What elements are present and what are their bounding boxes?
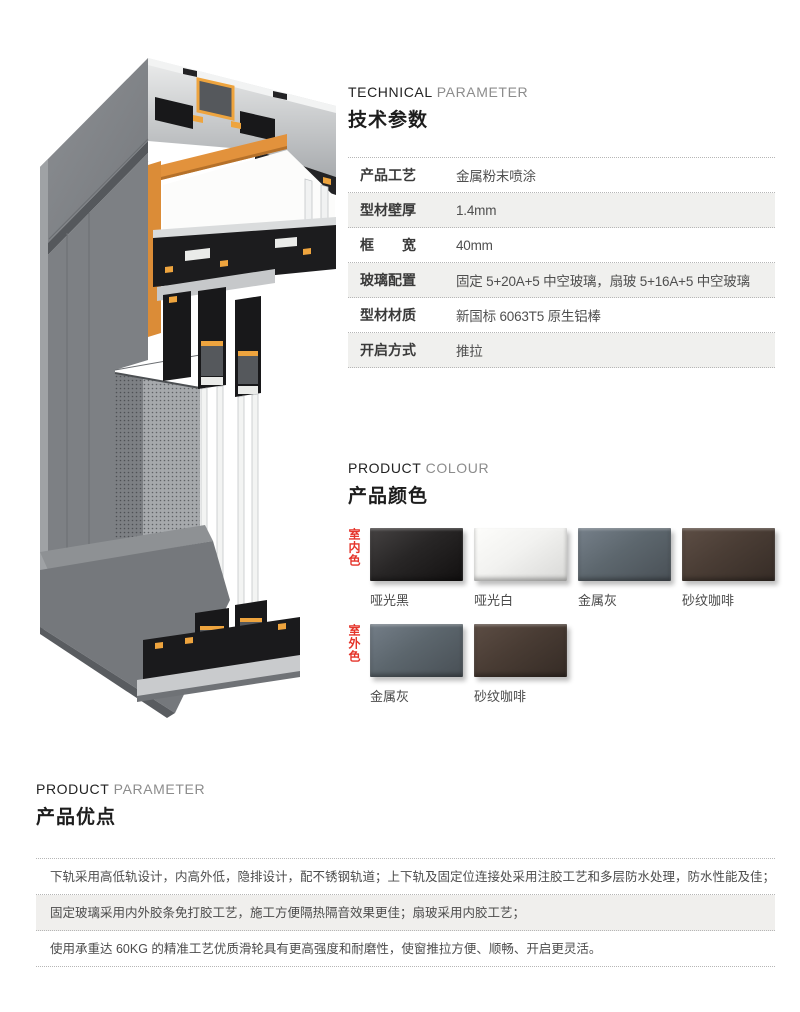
colour-swatch-cell: 哑光白: [474, 528, 567, 609]
spec-value: 推拉: [456, 344, 483, 359]
table-row: 玻璃配置 固定 5+20A+5 中空玻璃，扇玻 5+16A+5 中空玻璃: [348, 263, 775, 298]
colour-swatch-cell: 砂纹咖啡: [682, 528, 775, 609]
colour-swatch-cell: 哑光黑: [370, 528, 463, 609]
spec-label: 开启方式: [360, 342, 416, 358]
table-row: 产品工艺 金属粉末喷涂: [348, 158, 775, 193]
colour-swatch-label: 砂纹咖啡: [474, 689, 527, 704]
spec-label: 产品工艺: [360, 167, 416, 183]
colour-swatch: [474, 528, 567, 581]
technical-heading-en: TECHNICAL PARAMETER: [348, 84, 528, 100]
window-profile-illustration: [35, 55, 340, 735]
technical-heading: TECHNICAL PARAMETER 技术参数: [348, 84, 528, 132]
colour-swatch-cell: 金属灰: [370, 624, 463, 705]
technical-heading-cn: 技术参数: [348, 110, 429, 131]
colour-swatch: [682, 528, 775, 581]
advantage-item: 下轨采用高低轨设计，内高外低，隐排设计，配不锈钢轨道；上下轨及固定位连接处采用注…: [36, 859, 775, 895]
technical-table: 产品工艺 金属粉末喷涂 型材壁厚 1.4mm 框 宽 40mm 玻璃配置 固定 …: [348, 157, 775, 368]
colour-swatch: [578, 528, 671, 581]
colour-swatch-cell: 金属灰: [578, 528, 671, 609]
advantages-heading-cn: 产品优点: [36, 807, 117, 828]
colour-swatch: [370, 624, 463, 677]
advantage-item: 固定玻璃采用内外胶条免打胶工艺，施工方便隔热隔音效果更佳；扇玻采用内胶工艺；: [36, 895, 775, 931]
spec-value: 1.4mm: [456, 202, 497, 218]
colour-swatch-label: 砂纹咖啡: [682, 593, 735, 608]
advantages-list: 下轨采用高低轨设计，内高外低，隐排设计，配不锈钢轨道；上下轨及固定位连接处采用注…: [36, 858, 775, 967]
spec-value: 金属粉末喷涂: [456, 169, 536, 184]
table-row: 型材壁厚 1.4mm: [348, 193, 775, 228]
advantage-item: 使用承重达 60KG 的精准工艺优质滑轮具有更高强度和耐磨性，使窗推拉方便、顺畅…: [36, 931, 775, 967]
bottom-rail-section: [137, 600, 300, 702]
mid-rail-section: [153, 217, 336, 397]
spec-value: 固定 5+20A+5 中空玻璃，扇玻 5+16A+5 中空玻璃: [456, 274, 750, 289]
colour-heading-en: PRODUCT COLOUR: [348, 460, 489, 476]
heading-secondary: COLOUR: [425, 460, 490, 476]
colour-swatch-label: 金属灰: [370, 689, 410, 704]
spec-label: 框 宽: [360, 237, 416, 253]
colour-swatch: [370, 528, 463, 581]
colour-swatch-label: 哑光白: [474, 593, 514, 608]
spec-value: 新国标 6063T5 原生铝棒: [456, 309, 601, 324]
window-profile-svg: [40, 58, 336, 718]
spec-label: 型材壁厚: [360, 202, 416, 218]
advantages-heading-en: PRODUCT PARAMETER: [36, 781, 205, 797]
advantages-heading: PRODUCT PARAMETER 产品优点: [36, 781, 205, 829]
heading-primary: PRODUCT: [36, 781, 110, 797]
heading-secondary: PARAMETER: [113, 781, 206, 797]
heading-primary: TECHNICAL: [348, 84, 433, 100]
spec-label: 玻璃配置: [360, 272, 416, 288]
table-row: 框 宽 40mm: [348, 228, 775, 263]
colour-group-side-label: 室外色: [347, 624, 361, 663]
table-row: 型材材质 新国标 6063T5 原生铝棒: [348, 298, 775, 333]
colour-group-outdoor: 室外色 金属灰 砂纹咖啡: [345, 624, 777, 705]
colour-heading: PRODUCT COLOUR 产品颜色: [348, 460, 489, 508]
mesh-screen: [114, 372, 201, 560]
table-row: 开启方式 推拉: [348, 333, 775, 368]
colour-group-indoor: 室内色 哑光黑 哑光白 金属灰 砂纹咖啡: [345, 528, 777, 609]
heading-primary: PRODUCT: [348, 460, 422, 476]
heading-secondary: PARAMETER: [436, 84, 529, 100]
colour-heading-cn: 产品颜色: [348, 486, 429, 507]
colour-group-side-label: 室内色: [347, 528, 361, 567]
colour-swatch-label: 哑光黑: [370, 593, 410, 608]
spec-value: 40mm: [456, 237, 493, 253]
colour-swatch-cell: 砂纹咖啡: [474, 624, 567, 705]
colour-groups: 室内色 哑光黑 哑光白 金属灰 砂纹咖啡 室外色 金属灰: [345, 528, 777, 705]
spec-label: 型材材质: [360, 307, 416, 323]
colour-swatch-label: 金属灰: [578, 593, 618, 608]
colour-swatch: [474, 624, 567, 677]
frame-gray: [40, 58, 201, 630]
